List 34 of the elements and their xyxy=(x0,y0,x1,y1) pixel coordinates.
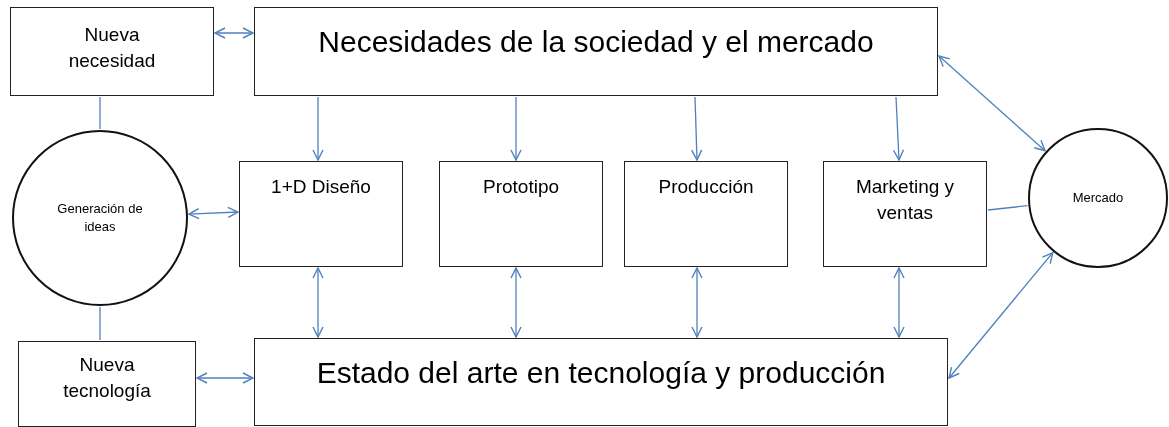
arrow xyxy=(312,267,324,338)
node-label: Marketing y ventas xyxy=(854,175,956,225)
arrow xyxy=(196,372,254,384)
arrow xyxy=(312,96,324,161)
process-box xyxy=(239,161,403,267)
process-box xyxy=(823,161,987,267)
arrow xyxy=(948,252,1054,379)
node-label: Necesidades de la sociedad y el mercado xyxy=(318,24,874,60)
node-label: Nueva necesidad xyxy=(67,23,157,73)
process-box xyxy=(18,341,196,427)
node-label: Generación de ideas xyxy=(56,200,144,236)
process-box xyxy=(624,161,788,267)
node-label: Producción xyxy=(658,175,754,199)
arrow xyxy=(510,96,522,161)
arrow xyxy=(510,267,522,338)
node-label: Prototipo xyxy=(482,175,559,199)
arrow xyxy=(892,96,905,161)
connector-line xyxy=(987,205,1029,211)
process-box xyxy=(254,7,938,96)
process-box xyxy=(10,7,214,96)
node-label: Mercado xyxy=(1072,189,1124,207)
process-box xyxy=(439,161,603,267)
arrow xyxy=(188,206,239,220)
arrow xyxy=(691,267,703,338)
arrow xyxy=(214,27,254,39)
process-box xyxy=(254,338,948,426)
node-label: Nueva tecnología xyxy=(62,353,152,403)
arrow xyxy=(938,55,1046,152)
node-label: 1+D Diseño xyxy=(271,175,371,199)
node-label: Estado del arte en tecnología y producción xyxy=(316,355,886,391)
connector-line xyxy=(99,96,101,130)
arrow xyxy=(893,267,905,338)
arrow xyxy=(691,96,703,161)
connector-line xyxy=(99,306,101,341)
